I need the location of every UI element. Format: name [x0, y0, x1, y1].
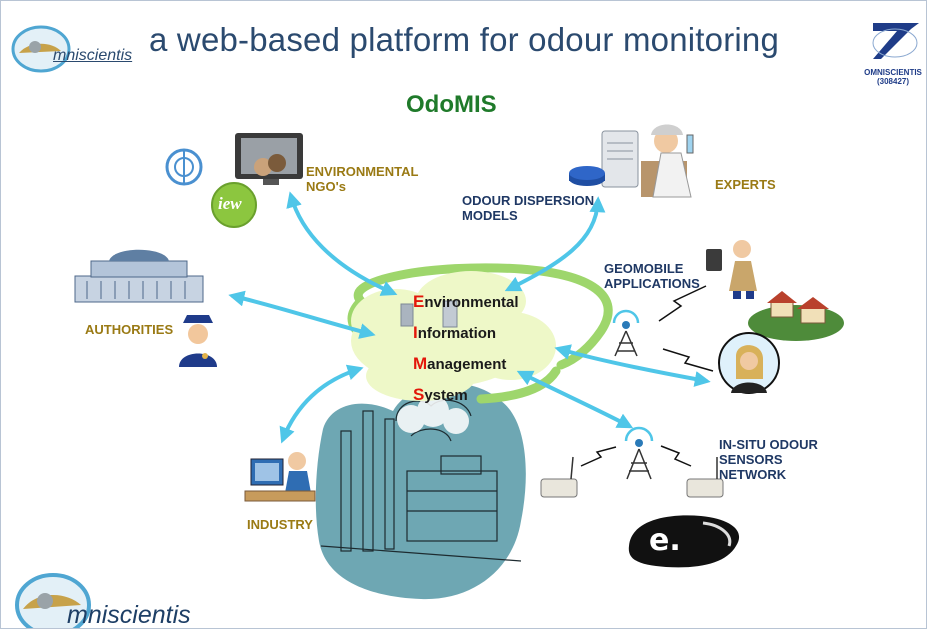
fp7-badge-name: OMNISCIENTIS [864, 68, 922, 77]
enose-label: e. [649, 523, 681, 558]
bottom-logo-text: mniscientis [67, 601, 191, 629]
ngos-line1: ENVIRONMENTAL [306, 164, 419, 179]
fp7-logo-icon [872, 23, 919, 59]
geomobile-line1: GEOMOBILE [604, 261, 684, 276]
label-authorities: AUTHORITIES [85, 322, 174, 337]
fp7-badge-text: OMNISCIENTIS (308427) [863, 68, 923, 86]
ems-line-environmental: Environmental [413, 292, 519, 311]
diagram-subtitle: OdoMIS [406, 91, 497, 118]
omniscientis-logo-bottom-icon [15, 573, 91, 628]
phone-user-icon [718, 332, 780, 394]
dispersion-line1: ODOUR DISPERSION [462, 193, 595, 208]
iew-badge-label: iew [218, 194, 242, 213]
monitor-icon [235, 133, 303, 185]
page-title: a web-based platform for odour monitorin… [149, 21, 780, 58]
dispersion-line2: MODELS [462, 208, 518, 223]
fp7-badge-code: (308427) [876, 77, 910, 86]
geomobile-user-icon [706, 240, 757, 299]
sensors-line3: NETWORK [719, 467, 787, 482]
omniscientis-logo-icon [11, 25, 71, 73]
policeman-icon [179, 315, 217, 367]
sensor-antenna-icon [624, 426, 654, 480]
enose-logo [628, 515, 740, 568]
ems-line-system: System [413, 385, 468, 404]
label-geomobile-applications: GEOMOBILE APPLICATIONS [604, 261, 700, 291]
connection-arrows [228, 191, 711, 444]
sensor-node-icon [540, 456, 724, 498]
geomobile-line2: APPLICATIONS [604, 276, 700, 291]
ngos-line2: NGO's [306, 179, 346, 194]
ems-cloud [351, 271, 556, 401]
sensors-line1: IN-SITU ODOUR [719, 437, 818, 452]
iew-badge [211, 182, 257, 228]
label-environmental-ngos: ENVIRONMENTAL NGO's [306, 164, 418, 194]
label-in-situ-sensors: IN-SITU ODOUR SENSORS NETWORK [719, 437, 818, 482]
ems-line-management: Management [413, 354, 507, 373]
logo-text: mniscientis [53, 47, 133, 64]
label-experts: EXPERTS [715, 177, 776, 192]
expert-scientist-icon [641, 124, 694, 198]
who-logo-icon [165, 148, 203, 186]
industry-worker-icon [244, 452, 316, 502]
ems-acronym-block: Environmental Information Management Sys… [413, 287, 519, 411]
wireless-links [580, 285, 714, 467]
authorities-building-icon [74, 249, 204, 303]
factory-illustration [315, 383, 526, 600]
ems-server-icon [400, 300, 458, 328]
label-industry: INDUSTRY [247, 517, 313, 532]
ems-line-information: Information [413, 323, 497, 342]
label-odour-dispersion-models: ODOUR DISPERSION MODELS [462, 193, 594, 223]
houses-icon [748, 291, 844, 341]
sensors-line2: SENSORS [719, 452, 783, 467]
antenna-icon [612, 309, 640, 357]
server-icon [569, 130, 639, 188]
